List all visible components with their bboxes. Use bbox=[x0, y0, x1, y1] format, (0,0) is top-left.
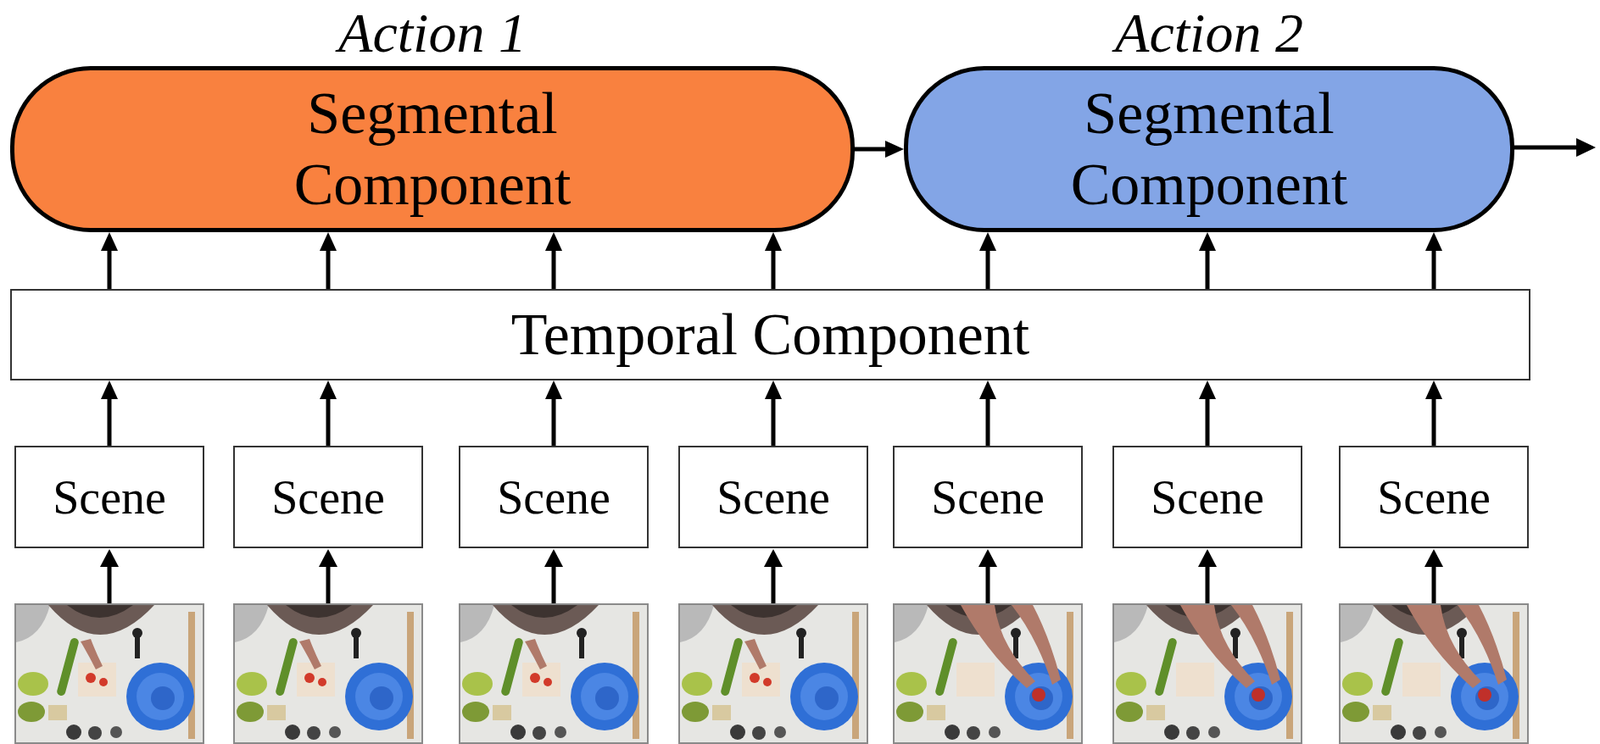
arrow-shaft bbox=[1514, 145, 1579, 151]
connector-arrow bbox=[771, 247, 776, 290]
box-label: Scene bbox=[52, 470, 167, 525]
arrow-shaft bbox=[986, 564, 991, 604]
connector-arrow bbox=[551, 395, 557, 446]
box-label: Temporal Component bbox=[511, 301, 1030, 369]
arrow-shaft bbox=[1205, 564, 1210, 604]
box-label: Scene bbox=[1377, 470, 1491, 525]
arrowhead bbox=[318, 549, 338, 568]
temporal-component-box: Temporal Component bbox=[10, 289, 1531, 381]
arrow-shaft bbox=[326, 564, 331, 604]
arrowhead bbox=[1576, 138, 1596, 157]
connector-arrow bbox=[551, 247, 557, 290]
arrowhead bbox=[1198, 549, 1217, 568]
connector-arrow bbox=[854, 147, 889, 152]
arrowhead bbox=[978, 549, 998, 568]
scene-box: Scene bbox=[1112, 445, 1303, 549]
box-label: Scene bbox=[271, 470, 385, 525]
connector-arrow bbox=[1205, 247, 1210, 290]
connector-arrow bbox=[1432, 247, 1437, 290]
arrow-shaft bbox=[551, 564, 557, 604]
connector-arrow bbox=[326, 247, 331, 290]
video-frame bbox=[1113, 604, 1302, 744]
connector-arrow bbox=[771, 395, 776, 446]
video-frame bbox=[15, 604, 204, 744]
connector-arrow bbox=[986, 247, 991, 290]
scene-box: Scene bbox=[458, 445, 649, 549]
box-label: Segmental Component bbox=[254, 78, 611, 221]
action-heading: Action 2 bbox=[908, 0, 1511, 67]
box-label: Segmental Component bbox=[1031, 78, 1388, 221]
scene-box: Scene bbox=[892, 445, 1083, 549]
arrow-shaft bbox=[771, 564, 776, 604]
connector-arrow bbox=[1205, 395, 1210, 446]
scene-box: Scene bbox=[1338, 445, 1529, 549]
box-label: Scene bbox=[1150, 470, 1265, 525]
video-frame bbox=[234, 604, 423, 744]
box-label: Scene bbox=[496, 470, 611, 525]
box-label: Scene bbox=[931, 470, 1045, 525]
arrowhead bbox=[100, 549, 119, 568]
video-frame bbox=[679, 604, 868, 744]
connector-arrow bbox=[326, 395, 331, 446]
connector-arrow bbox=[986, 395, 991, 446]
connector-arrow bbox=[1432, 395, 1437, 446]
arrowhead bbox=[544, 549, 564, 568]
arrowhead bbox=[1424, 549, 1444, 568]
scene-box: Scene bbox=[14, 445, 205, 549]
arrowhead bbox=[763, 549, 783, 568]
segmental-component-box: Action 2Segmental Component bbox=[903, 66, 1515, 233]
segmental-component-box: Action 1Segmental Component bbox=[10, 66, 855, 233]
scene-box: Scene bbox=[233, 445, 424, 549]
video-frame bbox=[1339, 604, 1528, 744]
connector-arrow bbox=[107, 247, 112, 290]
video-frame bbox=[893, 604, 1082, 744]
box-label: Scene bbox=[716, 470, 831, 525]
arrow-shaft bbox=[107, 564, 112, 604]
arrow-shaft bbox=[1432, 564, 1437, 604]
video-frame bbox=[459, 604, 648, 744]
connector-arrow bbox=[107, 395, 112, 446]
scene-box: Scene bbox=[678, 445, 869, 549]
action-heading: Action 1 bbox=[14, 0, 851, 67]
